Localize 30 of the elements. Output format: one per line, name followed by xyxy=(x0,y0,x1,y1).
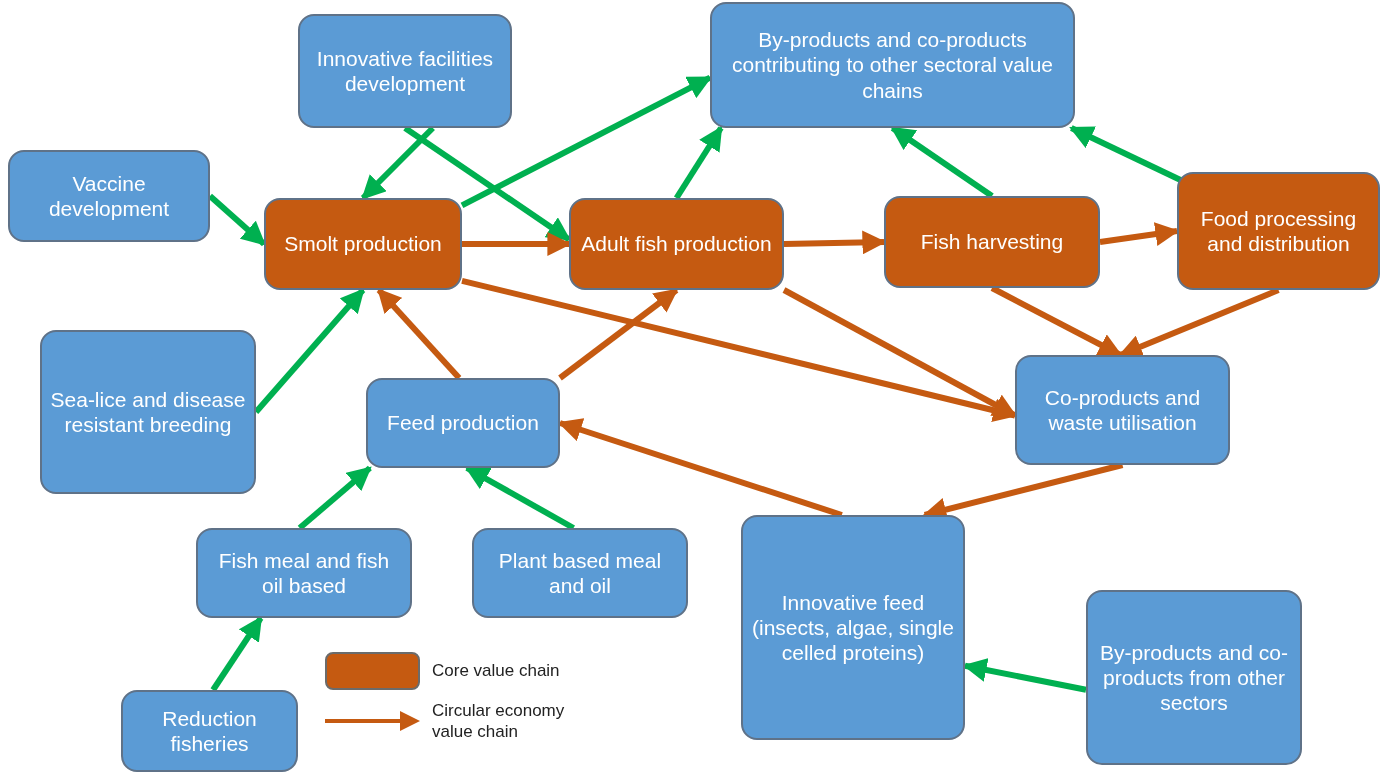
process-box: Innovative facilities development xyxy=(298,14,512,128)
arrow xyxy=(890,125,994,199)
arrow xyxy=(1069,125,1183,183)
arrow xyxy=(376,287,462,381)
arrow xyxy=(210,616,264,692)
process-box: Fish meal and fish oil based xyxy=(196,528,412,618)
legend-label: Circular economy value chain xyxy=(432,700,566,743)
arrow xyxy=(297,465,372,531)
core-process-box: Fish harvesting xyxy=(884,196,1100,288)
arrow xyxy=(360,125,435,201)
legend-label: Core value chain xyxy=(432,660,561,682)
arrow xyxy=(558,287,679,381)
process-box: Reduction fisheries xyxy=(121,690,298,772)
process-box: Innovative feed (insects, algae, single celled proteins) xyxy=(741,515,965,740)
core-process-box: Smolt production xyxy=(264,198,462,290)
process-box: Plant based meal and oil xyxy=(472,528,688,618)
process-box: Co-products and waste utilisation xyxy=(1015,355,1230,465)
arrow xyxy=(1118,287,1280,358)
process-box: Vaccine development xyxy=(8,150,210,242)
process-box: By-products and co-products contributing to other sectoral value chains xyxy=(710,2,1075,128)
process-box: Sea-lice and disease resistant breeding xyxy=(40,330,256,494)
arrow xyxy=(673,125,724,200)
arrow xyxy=(403,125,571,242)
process-box: By-products and co-products from other sectors xyxy=(1086,590,1302,765)
arrow xyxy=(464,465,575,531)
core-process-box: Food processing and distribution xyxy=(1177,172,1380,290)
arrow xyxy=(990,285,1123,358)
core-process-box: Adult fish production xyxy=(569,198,784,290)
process-box: Feed production xyxy=(366,378,560,468)
arrow xyxy=(208,193,266,247)
